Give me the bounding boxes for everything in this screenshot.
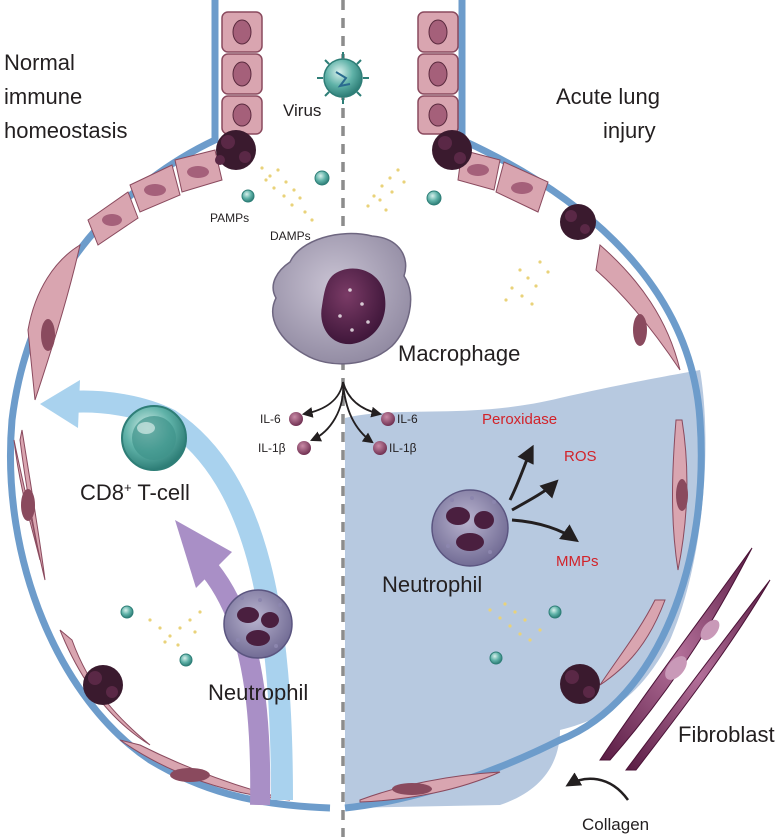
- macrophage-label: Macrophage: [398, 341, 520, 366]
- damps-label: DAMPs: [270, 229, 311, 243]
- fibroblast-icon: [599, 547, 771, 771]
- virus-icon: [489, 651, 503, 665]
- virus-icon: [314, 170, 330, 186]
- epithelial-column-left: [221, 11, 263, 135]
- cd8-t-cell-label: CD8+ T-cell: [80, 480, 190, 505]
- peroxidase-label: Peroxidase: [482, 411, 557, 428]
- collagen-label: Collagen: [582, 815, 649, 834]
- neutrophil-icon: [431, 489, 509, 567]
- fibroblast-label: Fibroblast: [678, 722, 775, 747]
- cytokine-il6-right-icon: [381, 412, 395, 426]
- neutrophil-migration-arrow: [202, 563, 271, 806]
- cytokine-arrow-right-1: [342, 381, 383, 418]
- virus-icon: [317, 52, 369, 104]
- cd8-main: CD8: [80, 480, 124, 505]
- damps-particles: [148, 166, 550, 647]
- cytokine-il1b-left-icon: [297, 441, 311, 455]
- cytokine-arrow-left-1: [301, 381, 344, 418]
- virus-icon: [548, 605, 562, 619]
- peroxidase-arrow: [508, 444, 534, 501]
- neutrophil-right-label: Neutrophil: [382, 572, 482, 597]
- il6-left-label: IL-6: [260, 412, 281, 426]
- mmps-arrow: [511, 518, 579, 543]
- necrotic-cell-icon: [560, 204, 596, 240]
- ros-label: ROS: [564, 448, 597, 465]
- il1b-left-label: IL-1β: [258, 441, 286, 455]
- mmps-label: MMPs: [556, 553, 599, 570]
- il6-right-label: IL-6: [397, 412, 418, 426]
- neutrophil-left-label: Neutrophil: [208, 680, 308, 705]
- left-title-line2: immune: [4, 84, 82, 109]
- epithelial-column-right: [417, 11, 459, 135]
- virus-icon: [120, 605, 134, 619]
- t-cell-icon: [121, 405, 187, 471]
- t-cell-migration-arrowhead: [40, 380, 80, 428]
- virus-icon: [241, 189, 255, 203]
- right-title-line1: Acute lung: [556, 84, 660, 109]
- neutrophil-migration-arrowhead: [175, 520, 232, 588]
- virus-icon: [179, 653, 193, 667]
- necrotic-cell-icon: [432, 130, 472, 170]
- left-title-line3: homeostasis: [4, 118, 128, 143]
- necrotic-cell-icon: [560, 664, 600, 704]
- cd8-sup: +: [124, 480, 132, 495]
- cd8-tail: T-cell: [132, 480, 190, 505]
- cytokine-arrow-right-2: [342, 381, 374, 444]
- neutrophil-icon: [223, 589, 293, 659]
- left-title-line1: Normal: [4, 50, 75, 75]
- virus-icon: [426, 190, 442, 206]
- t-cell-migration-arrow: [69, 390, 293, 801]
- macrophage-icon: [271, 232, 412, 365]
- pamps-label: PAMPs: [210, 211, 249, 225]
- epithelial-lining-left: [13, 149, 291, 801]
- necrotic-cell-icon: [215, 130, 256, 170]
- necrotic-cell-icon: [83, 665, 123, 705]
- il1b-right-label: IL-1β: [389, 441, 417, 455]
- ros-arrow: [511, 479, 559, 512]
- collagen-arrow: [565, 772, 630, 801]
- virus-label: Virus: [283, 101, 321, 120]
- cytokine-il6-left-icon: [289, 412, 303, 426]
- edema-fluid: [345, 370, 706, 808]
- right-title-line2: injury: [603, 118, 656, 143]
- cytokine-il1b-right-icon: [373, 441, 387, 455]
